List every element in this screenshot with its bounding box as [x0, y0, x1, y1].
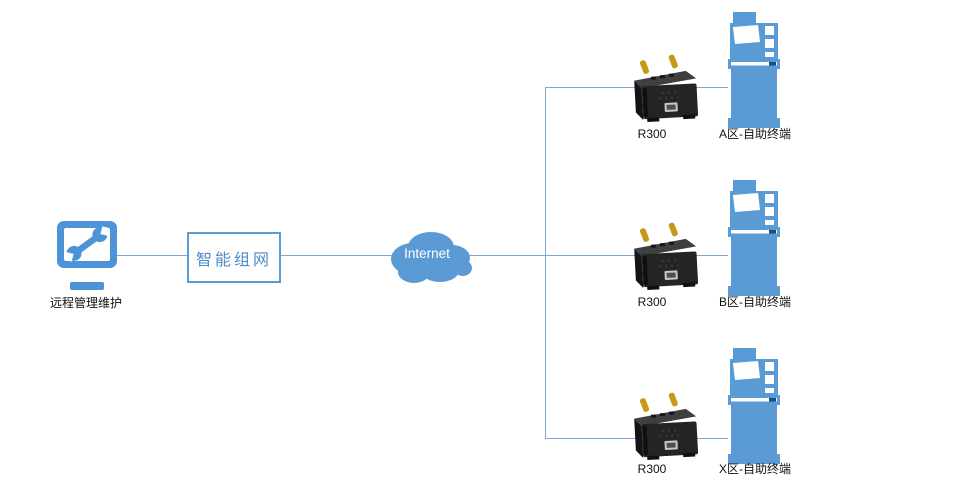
router-label: R300: [637, 295, 667, 309]
router-label: R300: [637, 462, 667, 476]
kiosk-terminal-icon: [727, 12, 781, 128]
router-icon: [627, 221, 703, 291]
kiosk-terminal-icon: [727, 180, 781, 296]
connector-trunk-vertical: [545, 87, 546, 439]
remote-management-label: 远程管理维护: [49, 296, 122, 310]
connector-monitor-to-box: [116, 255, 187, 256]
monitor-wrench-icon: [56, 220, 118, 292]
kiosk-terminal-icon: [727, 348, 781, 464]
router-icon: [627, 53, 703, 123]
connector-box-to-kiosk-b: [281, 255, 728, 256]
smart-networking-label: 智能组网: [195, 251, 272, 269]
terminal-label: X区-自助终端: [718, 462, 791, 476]
terminal-label: A区-自助终端: [718, 127, 791, 141]
router-label: R300: [637, 127, 667, 141]
smart-networking-node: 智能组网: [187, 232, 281, 283]
terminal-label: B区-自助终端: [718, 295, 791, 309]
internet-label: Internet: [404, 246, 450, 261]
router-icon: [627, 391, 703, 461]
